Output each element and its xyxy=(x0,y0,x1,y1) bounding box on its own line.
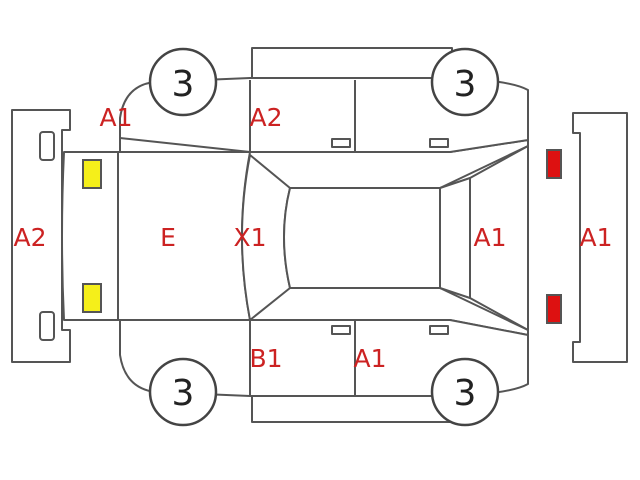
wheel-rear-left: 3 xyxy=(430,47,500,117)
rear-pillar-line-bottom xyxy=(439,287,529,331)
rear-pillar-line-top xyxy=(439,145,529,189)
front-bumper-vent-bottom xyxy=(39,311,55,341)
tire-label-rear-right: 3 xyxy=(454,373,477,414)
left-fender-line xyxy=(119,137,251,153)
rear-window xyxy=(439,177,471,299)
code-rear-bumper: A1 xyxy=(579,223,612,252)
code-rear-door-right: A1 xyxy=(353,344,386,373)
right-rear-door-handle xyxy=(429,325,449,335)
wheel-front-left: 3 xyxy=(148,47,218,117)
code-front-door-left: A2 xyxy=(249,103,282,132)
tire-label-rear-left: 3 xyxy=(454,64,477,105)
headlight-left xyxy=(82,159,102,189)
left-roof-rail xyxy=(251,47,453,79)
rear-bumper xyxy=(572,112,628,363)
left-rear-door-handle xyxy=(429,138,449,148)
roof-panel xyxy=(283,187,441,289)
code-windshield: X1 xyxy=(233,223,266,252)
code-hood: E xyxy=(160,223,176,252)
code-front-pillar-right: B1 xyxy=(249,344,282,373)
headlight-right xyxy=(82,283,102,313)
front-bumper xyxy=(11,109,71,363)
code-trunk: A1 xyxy=(473,223,506,252)
code-front-fender-left: A1 xyxy=(99,103,132,132)
wheel-front-right: 3 xyxy=(148,357,218,427)
tire-label-front-left: 3 xyxy=(172,64,195,105)
right-front-door-handle xyxy=(331,325,351,335)
hood-panel xyxy=(117,151,251,321)
taillight-left xyxy=(546,149,562,179)
front-bumper-vent-top xyxy=(39,131,55,161)
tire-label-front-right: 3 xyxy=(172,373,195,414)
code-front-bumper: A2 xyxy=(13,223,46,252)
wheel-rear-right: 3 xyxy=(430,357,500,427)
taillight-right xyxy=(546,294,562,324)
left-front-door-handle xyxy=(331,138,351,148)
right-roof-rail xyxy=(251,395,453,423)
